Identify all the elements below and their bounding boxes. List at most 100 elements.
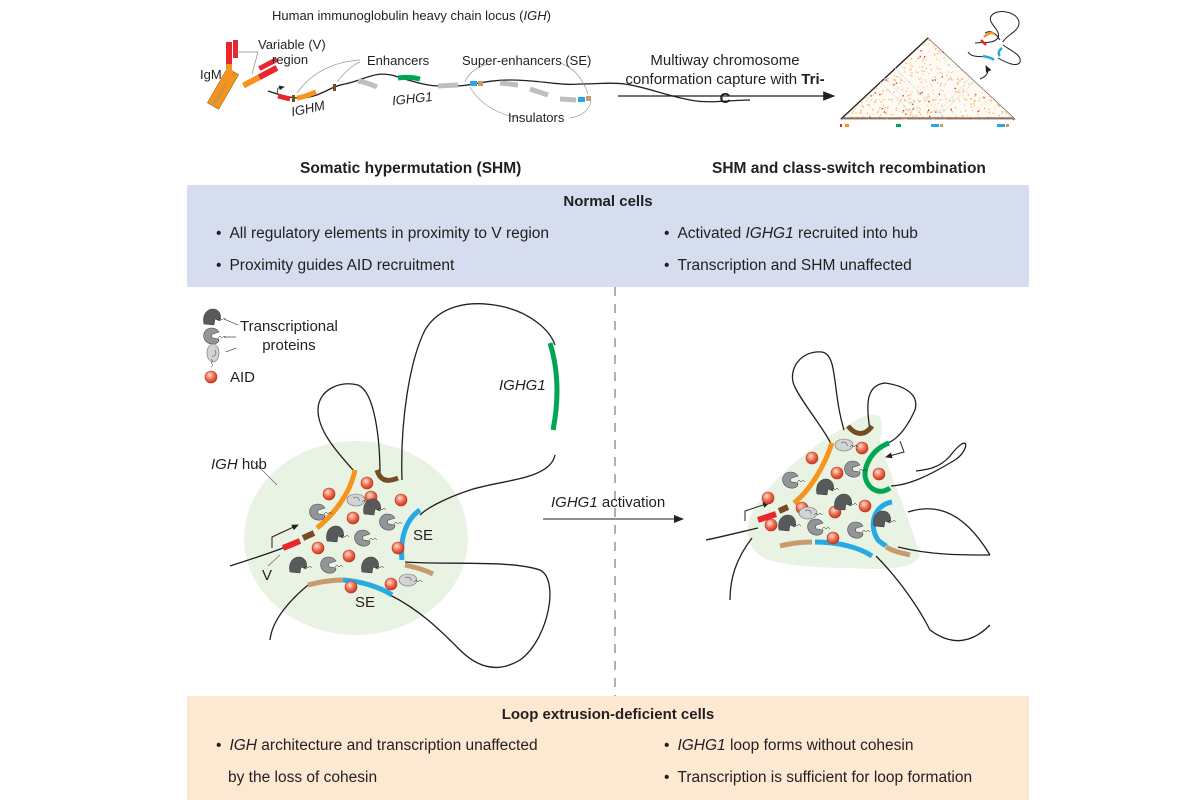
contact-speckle — [957, 77, 959, 79]
contact-speckle — [914, 118, 916, 121]
contact-speckle — [888, 91, 891, 93]
contact-speckle — [954, 113, 956, 115]
contact-speckle — [978, 110, 980, 112]
contact-speckle — [948, 78, 950, 80]
contact-speckle — [988, 111, 990, 113]
contact-speckle — [1005, 110, 1007, 113]
contact-speckle — [885, 112, 887, 114]
contact-speckle — [936, 116, 939, 118]
contact-speckle — [906, 87, 909, 89]
contact-speckle — [856, 105, 858, 107]
transcriptional-protein-icon — [847, 521, 871, 539]
contact-speckle — [928, 96, 930, 98]
contact-speckle — [954, 107, 957, 109]
contact-speckle — [962, 95, 964, 97]
contact-speckle — [902, 95, 904, 97]
contact-speckle — [1005, 112, 1007, 114]
method-label: Multiway chromosome conformation capture… — [620, 51, 830, 108]
contact-speckle — [939, 111, 941, 113]
contact-speckle — [882, 90, 884, 92]
contact-speckle — [928, 109, 931, 111]
contact-speckle — [950, 109, 952, 111]
contact-speckle — [892, 113, 894, 115]
contact-speckle — [943, 109, 945, 111]
contact-speckle — [977, 113, 979, 116]
contact-speckle — [943, 94, 945, 97]
contact-speckle — [909, 69, 911, 71]
contact-speckle — [902, 88, 905, 91]
transcriptional-protein-icon — [834, 438, 859, 452]
aid-protein-icon — [360, 476, 374, 490]
contact-speckle — [910, 71, 912, 74]
contact-speckle — [957, 78, 959, 81]
transcriptional-protein-icon — [206, 343, 220, 368]
contact-speckle — [987, 99, 989, 101]
contact-speckle — [962, 88, 964, 90]
contact-speckle — [912, 103, 914, 105]
contact-speckle — [998, 105, 1000, 107]
contact-speckle — [859, 109, 862, 112]
contact-speckle — [912, 108, 914, 110]
loop-left-bullet-1: IGH architecture and transcription unaff… — [216, 737, 537, 755]
contact-speckle — [886, 118, 888, 120]
transcriptional-protein-icon — [289, 556, 313, 574]
aid-protein-icon — [394, 493, 408, 507]
contact-speckle — [963, 81, 966, 83]
contact-speckle — [908, 81, 910, 83]
contact-speckle — [917, 85, 919, 88]
contact-speckle — [1011, 118, 1013, 120]
contact-speckle — [952, 71, 954, 73]
contact-speckle — [944, 83, 947, 85]
contact-speckle — [902, 110, 905, 112]
contact-speckle — [939, 84, 942, 87]
contact-speckle — [917, 71, 919, 74]
contact-speckle — [917, 57, 919, 59]
contact-speckle — [931, 85, 933, 87]
contact-speckle — [919, 55, 921, 58]
contact-speckle — [931, 111, 933, 113]
contact-speckle — [893, 91, 895, 93]
contact-speckle — [888, 98, 890, 101]
contact-speckle — [900, 75, 902, 77]
transcriptional-protein-icon — [309, 503, 333, 521]
aid-protein-icon — [342, 549, 356, 563]
contact-speckle — [1000, 112, 1003, 114]
contact-speckle — [867, 104, 869, 106]
contact-speckle — [959, 80, 961, 82]
contact-speckle — [925, 119, 928, 121]
contact-speckle — [920, 50, 922, 52]
contact-speckle — [905, 90, 907, 92]
contact-speckle — [973, 118, 975, 120]
igh-hub-label: IGH hub — [211, 456, 267, 473]
contact-speckle — [970, 98, 972, 100]
contact-speckle — [862, 116, 864, 118]
contact-speckle — [975, 93, 977, 96]
contact-speckle — [945, 59, 947, 62]
contact-speckle — [941, 72, 943, 75]
contact-speckle — [897, 99, 899, 102]
contact-speckle — [922, 73, 924, 75]
contact-speckle — [899, 72, 901, 74]
contact-speckle — [915, 114, 918, 117]
contact-speckle — [949, 118, 951, 120]
contact-speckle — [950, 108, 952, 110]
contact-speckle — [913, 100, 915, 102]
contact-speckle — [939, 71, 941, 73]
contact-speckle — [922, 86, 925, 89]
contact-speckle — [917, 93, 919, 95]
aid-protein-icon — [761, 491, 775, 505]
method-line-2-prefix: conformation capture with — [625, 71, 802, 88]
contact-speckle — [967, 94, 970, 96]
method-name-tri-c: Tri-C — [719, 71, 825, 107]
contact-speckle — [911, 109, 913, 112]
aid-protein-icon — [826, 531, 840, 545]
contact-speckle — [971, 98, 973, 100]
contact-speckle — [928, 72, 930, 75]
bullet-gene: IGHG1 — [745, 225, 794, 242]
contact-speckle — [932, 118, 935, 120]
contact-speckle — [917, 91, 919, 93]
contact-speckle — [867, 97, 869, 100]
aid-protein-icon — [830, 466, 844, 480]
contact-speckle — [906, 95, 908, 97]
contact-speckle — [929, 111, 931, 113]
